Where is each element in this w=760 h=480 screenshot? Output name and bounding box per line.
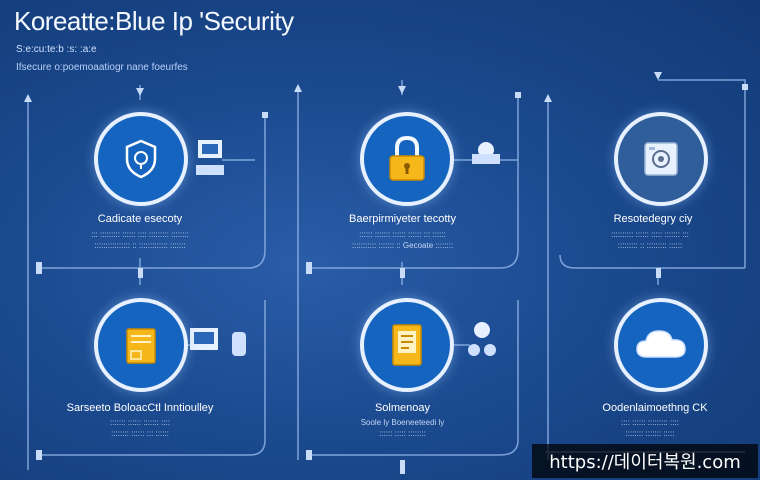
- padlock-icon: [389, 135, 425, 181]
- node-desc: :::::: ::::::: :::::: :::::: ::: ::::::: [359, 230, 446, 239]
- node-label: Oodenlaimoethng CK: [602, 402, 708, 414]
- node-server-security: [614, 112, 708, 206]
- node-desc: ::::::: :::::: ::::::: ::::: [109, 418, 170, 427]
- node-desc: ::: ::::::::: :::::: :::: ::::::::: ::::…: [91, 230, 189, 239]
- node-desc: ::::::::::: ::::::: :: Gecoate ::::::::: [351, 241, 454, 250]
- node-desc: ::::::::: :: ::::::::: ::::::: [617, 241, 683, 250]
- node-label: Cadicate esecoty: [97, 213, 183, 225]
- node-label: Solmenoay: [374, 402, 431, 414]
- shield-icon: [125, 139, 157, 179]
- page-title: Koreatte:Blue Ip 'Security: [14, 6, 294, 36]
- device-widget-3: [190, 328, 246, 356]
- node-label: Resotedegry ciy: [613, 213, 693, 225]
- file-lock-icon: [392, 324, 422, 366]
- node-desc: :::: :::::: ::::::::: ::::: [621, 418, 679, 427]
- node-label: Baerpirmiyeter tecotty: [349, 213, 456, 225]
- node-perimeter-security: [360, 112, 454, 206]
- node-desc: :::::::: ::::::: :::::: [625, 429, 675, 438]
- subtitle: S:e:cu:te:b :s: :a:e: [16, 44, 97, 55]
- device-widget-4: [468, 322, 496, 356]
- node-desc: Soole ly Boeneeteedi ly: [360, 418, 445, 427]
- node-document-security: [94, 112, 188, 206]
- node-cloud-security: [614, 298, 708, 392]
- node-desc: :::::::: :::::: ::: ::::::: [111, 429, 169, 438]
- document-folder-icon: [126, 328, 156, 364]
- node-label: Sarseeto BoloacCtl Inntioulley: [66, 402, 214, 414]
- device-widget-1: [196, 140, 224, 175]
- server-vault-icon: [644, 142, 678, 176]
- node-document-folder: [94, 298, 188, 392]
- node-desc: :::::::::: :::::: ::::: ::::::: :::: [611, 230, 689, 239]
- device-widget-2: [472, 142, 500, 164]
- node-file-lock: [360, 298, 454, 392]
- watermark-url: https://데이터복원.com: [532, 444, 758, 478]
- node-desc: :::::::::::::::: :: ::::::::::::: ::::::…: [94, 241, 186, 250]
- node-desc: :::::: ::::: ::::::::: [379, 429, 426, 438]
- tagline: Ifsecure o:poemoaatiogr nane foeurfes: [16, 62, 188, 73]
- cloud-icon: [636, 330, 686, 358]
